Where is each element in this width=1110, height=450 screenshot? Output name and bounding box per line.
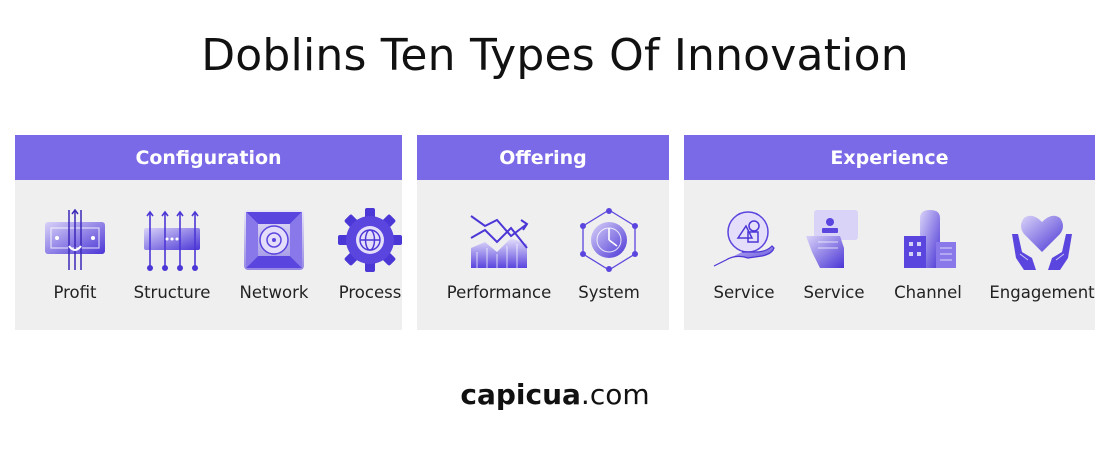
group-header-offering: Offering xyxy=(417,135,669,180)
item-profit: Profit xyxy=(43,180,107,330)
item-network: Network xyxy=(240,180,308,330)
item-service-2: Service xyxy=(802,180,866,330)
page-title: Doblins Ten Types Of Innovation xyxy=(201,30,909,81)
item-label: Structure xyxy=(133,283,211,302)
profit-icon xyxy=(45,208,105,270)
process-gear-icon xyxy=(338,208,402,272)
item-label: Process xyxy=(338,283,402,302)
item-label: Channel xyxy=(894,283,962,302)
group-experience: Experience Service Service xyxy=(684,135,1095,330)
service-card-icon xyxy=(806,210,858,268)
item-system: System xyxy=(577,180,641,330)
group-header-experience: Experience xyxy=(684,135,1095,180)
item-performance: Performance xyxy=(447,180,551,330)
item-label: System xyxy=(578,283,640,302)
performance-chart-icon xyxy=(470,215,529,268)
item-label: Network xyxy=(239,283,309,302)
item-label: Engagement xyxy=(989,283,1095,302)
structure-icon xyxy=(144,210,200,271)
item-label: Service xyxy=(803,283,865,302)
item-label: Profit xyxy=(53,283,97,302)
footer-logo: capicua.com xyxy=(0,378,1110,411)
item-service: Service xyxy=(712,180,776,330)
item-process: Process xyxy=(338,180,402,330)
item-label: Performance xyxy=(446,283,552,302)
group-offering: Offering Performance xyxy=(417,135,669,330)
item-channel: Channel xyxy=(894,180,962,330)
network-icon xyxy=(244,210,304,270)
item-label: Service xyxy=(713,283,775,302)
footer-brand: capicua xyxy=(460,378,581,411)
item-engagement: Engagement xyxy=(989,180,1095,330)
channel-icon xyxy=(904,210,956,268)
engagement-heart-icon xyxy=(1012,215,1072,270)
group-configuration: Configuration Profit Structure xyxy=(15,135,402,330)
group-header-configuration: Configuration xyxy=(15,135,402,180)
system-icon xyxy=(580,208,638,272)
service-hand-icon xyxy=(713,211,775,267)
item-structure: Structure xyxy=(134,180,210,330)
footer-suffix: .com xyxy=(580,378,650,411)
